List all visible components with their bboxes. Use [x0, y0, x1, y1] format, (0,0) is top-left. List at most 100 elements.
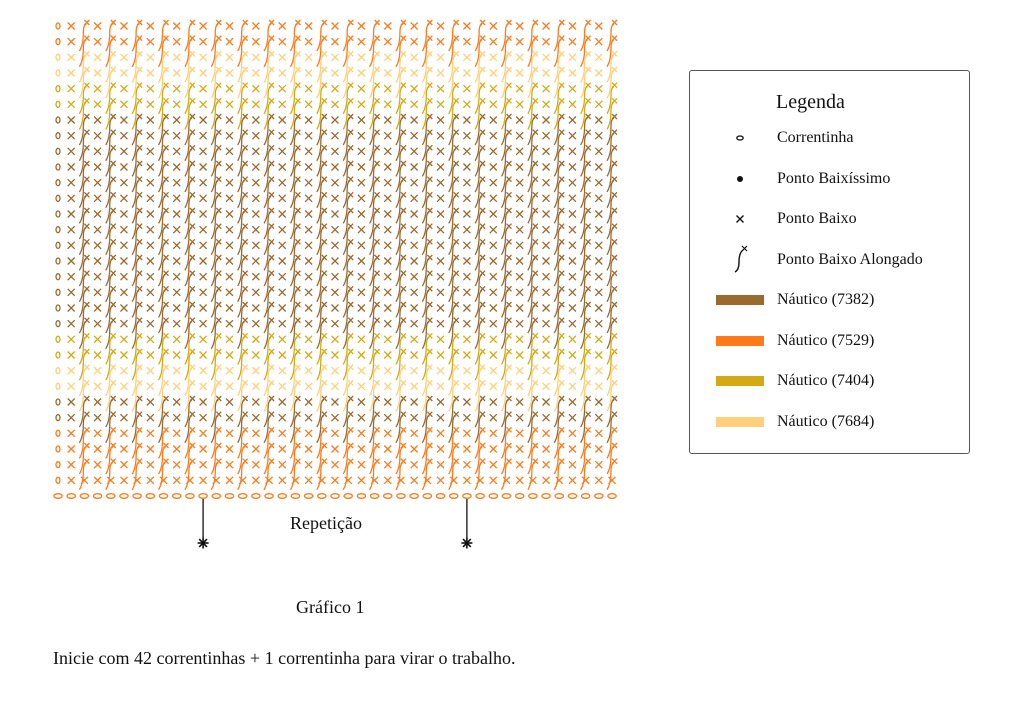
single-crochet	[542, 22, 551, 30]
long-stitch-tip	[110, 301, 117, 308]
single-crochet	[67, 178, 76, 187]
single-crochet	[93, 304, 102, 312]
long-stitch-tip	[163, 411, 169, 418]
single-crochet	[172, 319, 181, 328]
single-crochet	[225, 37, 234, 46]
long-stitch-tip	[532, 176, 539, 183]
single-crochet	[251, 351, 260, 359]
single-crochet	[251, 304, 260, 312]
long-stitch-tip	[189, 395, 196, 402]
single-crochet	[568, 241, 577, 250]
long-stitch-tip	[110, 176, 117, 183]
single-crochet	[119, 22, 128, 30]
long-stitch-tip	[215, 426, 222, 433]
long-stitch-tip	[189, 113, 196, 120]
single-crochet	[278, 445, 287, 453]
long-stitch-tip	[611, 144, 618, 151]
long-stitch-tip	[347, 411, 354, 418]
long-stitch-tip	[110, 144, 117, 151]
single-crochet	[489, 335, 498, 344]
long-stitch-tip	[532, 35, 539, 42]
long-stitch-tip	[268, 238, 275, 245]
long-stitch-tip	[321, 379, 328, 386]
single-crochet	[331, 210, 339, 218]
long-stitch-tip	[558, 254, 565, 261]
turning-chain	[55, 414, 61, 422]
single-crochet	[251, 84, 260, 93]
chart-row	[53, 493, 617, 499]
single-crochet	[542, 84, 551, 93]
single-crochet	[93, 210, 102, 218]
single-crochet	[489, 460, 498, 469]
long-stitch-tip	[242, 207, 249, 214]
chart-row	[55, 426, 618, 459]
long-stitch-tip	[426, 317, 433, 324]
long-stitch-tip	[479, 82, 486, 89]
single-crochet	[462, 460, 471, 469]
single-crochet	[146, 288, 155, 297]
long-stitch-tip	[83, 113, 90, 120]
single-crochet	[225, 413, 234, 422]
single-crochet	[225, 22, 234, 30]
long-stitch-tip	[453, 395, 460, 402]
single-crochet	[67, 476, 76, 485]
long-stitch-tip	[374, 238, 381, 245]
long-stitch-tip	[110, 270, 117, 277]
long-stitch-tip	[294, 379, 301, 386]
long-stitch-tip	[532, 50, 539, 57]
single-crochet	[199, 116, 208, 124]
long-stitch-tip	[83, 50, 90, 57]
single-crochet	[436, 288, 445, 297]
long-stitch-tip	[215, 285, 222, 292]
single-crochet	[489, 69, 498, 77]
single-crochet	[278, 335, 287, 344]
long-stitch-tip	[136, 348, 143, 355]
long-stitch-tip	[532, 82, 539, 89]
single-crochet	[146, 476, 155, 485]
single-crochet	[304, 319, 313, 328]
single-crochet	[331, 398, 339, 406]
single-crochet	[199, 241, 208, 250]
single-crochet	[172, 476, 181, 485]
long-stitch-tip	[400, 458, 407, 465]
long-stitch-tip	[479, 160, 486, 167]
long-stitch-tip	[242, 82, 249, 89]
single-crochet	[119, 69, 128, 77]
long-stitch-tip	[215, 458, 222, 465]
single-crochet	[594, 429, 603, 438]
long-stitch-tip	[347, 191, 354, 198]
single-crochet	[199, 398, 208, 406]
single-crochet	[251, 257, 260, 265]
long-stitch-tip	[321, 426, 328, 433]
single-crochet	[410, 241, 419, 250]
single-crochet	[568, 131, 577, 140]
long-stitch-tip	[426, 332, 433, 339]
long-stitch-tip	[136, 426, 143, 433]
long-stitch-tip	[506, 97, 512, 104]
long-stitch-tip	[242, 285, 249, 292]
long-stitch-tip	[136, 50, 143, 57]
single-crochet	[515, 319, 524, 328]
long-stitch-tip	[347, 442, 354, 449]
long-stitch-tip	[374, 458, 381, 465]
chart-row	[55, 364, 618, 397]
long-stitch-tip	[585, 82, 592, 89]
long-stitch-tip	[558, 458, 565, 465]
single-crochet	[278, 366, 287, 375]
long-stitch-tip	[479, 129, 486, 136]
long-stitch-tip	[347, 348, 354, 355]
legend-row-long-single-crochet: Ponto Baixo Alongado	[690, 245, 969, 275]
single-crochet	[383, 335, 392, 344]
long-stitch-tip	[136, 379, 143, 386]
long-stitch-tip	[479, 207, 486, 214]
long-stitch-tip	[294, 442, 301, 449]
single-crochet	[251, 288, 260, 297]
single-crochet	[489, 147, 498, 156]
single-crochet	[331, 225, 339, 234]
single-crochet	[489, 398, 498, 406]
single-crochet	[436, 37, 445, 46]
chain-stitch	[105, 493, 116, 499]
long-stitch-tip	[426, 82, 433, 89]
long-stitch-tip	[321, 270, 328, 277]
single-crochet	[436, 476, 445, 485]
